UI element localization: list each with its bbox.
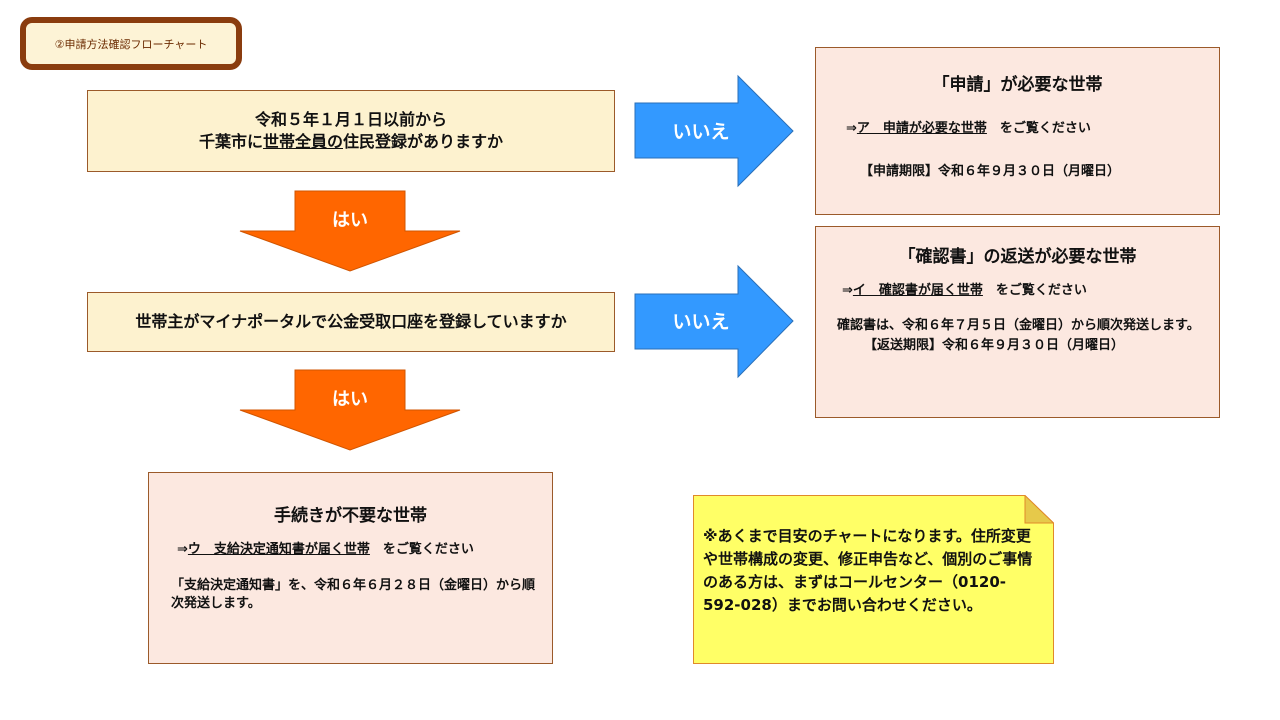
result-a-box: 「申請」が必要な世帯 ⇒ア 申請が必要な世帯 をご覧ください 【申請期限】令和６…	[815, 47, 1220, 215]
result-c-ref-post: をご覧ください	[369, 542, 474, 557]
question-1-line2-post: 住民登録がありますか	[343, 132, 504, 151]
arrow-mark: ⇒	[846, 121, 857, 136]
arrow-mark: ⇒	[177, 542, 188, 557]
result-c-body: 「支給決定通知書」を、令和６年６月２８日（金曜日）から順次発送します。	[171, 578, 536, 611]
result-b-box: 「確認書」の返送が必要な世帯 ⇒イ 確認書が届く世帯 をご覧ください 確認書は、…	[815, 226, 1220, 418]
yes-label-1: はい	[332, 210, 368, 231]
question-1-line2-pre: 千葉市に	[198, 132, 263, 151]
no-arrow-1: いいえ	[634, 74, 794, 188]
result-c-link[interactable]: ウ 支給決定通知書が届く世帯	[187, 542, 370, 557]
question-2-text: 世帯主がマイナポータルで公金受取口座を登録していますか	[135, 312, 567, 331]
question-1-underlined: 世帯全員の	[262, 132, 343, 151]
result-a-heading: 「申請」が必要な世帯	[932, 75, 1103, 95]
yes-arrow-1: はい	[239, 190, 461, 272]
no-arrow-2: いいえ	[634, 264, 794, 379]
question-1-box: 令和５年１月１日以前から 千葉市に世帯全員の住民登録がありますか	[87, 90, 615, 172]
question-2-box: 世帯主がマイナポータルで公金受取口座を登録していますか	[87, 292, 615, 352]
no-label-1: いいえ	[672, 121, 729, 143]
result-b-ref-post: をご覧ください	[982, 283, 1087, 298]
result-c-heading: 手続きが不要な世帯	[274, 506, 427, 526]
note-text: ※あくまで目安のチャートになります。住所変更や世帯構成の変更、修正申告など、個別…	[703, 527, 1033, 614]
result-a-deadline: 【申請期限】令和６年９月３０日（月曜日）	[860, 164, 1121, 179]
result-b-link[interactable]: イ 確認書が届く世帯	[852, 283, 983, 298]
title-text: ②申請方法確認フローチャート	[54, 37, 208, 51]
result-b-deadline: 【返送期限】令和６年９月３０日（月曜日）	[864, 338, 1125, 353]
note-box: ※あくまで目安のチャートになります。住所変更や世帯構成の変更、修正申告など、個別…	[693, 495, 1054, 664]
note-shape	[693, 495, 1054, 664]
result-b-heading: 「確認書」の返送が必要な世帯	[898, 247, 1137, 267]
result-c-box: 手続きが不要な世帯 ⇒ウ 支給決定通知書が届く世帯 をご覧ください 「支給決定通…	[148, 472, 553, 664]
result-b-body: 確認書は、令和６年７月５日（金曜日）から順次発送します。	[824, 318, 1200, 333]
yes-arrow-2: はい	[239, 369, 461, 451]
yes-label-2: はい	[332, 389, 368, 410]
arrow-mark: ⇒	[842, 283, 853, 298]
question-1-line1: 令和５年１月１日以前から	[254, 110, 447, 129]
page-title: ②申請方法確認フローチャート	[20, 17, 242, 70]
result-a-ref-post: をご覧ください	[986, 121, 1091, 136]
no-label-2: いいえ	[672, 311, 729, 333]
result-a-link[interactable]: ア 申請が必要な世帯	[856, 121, 987, 136]
